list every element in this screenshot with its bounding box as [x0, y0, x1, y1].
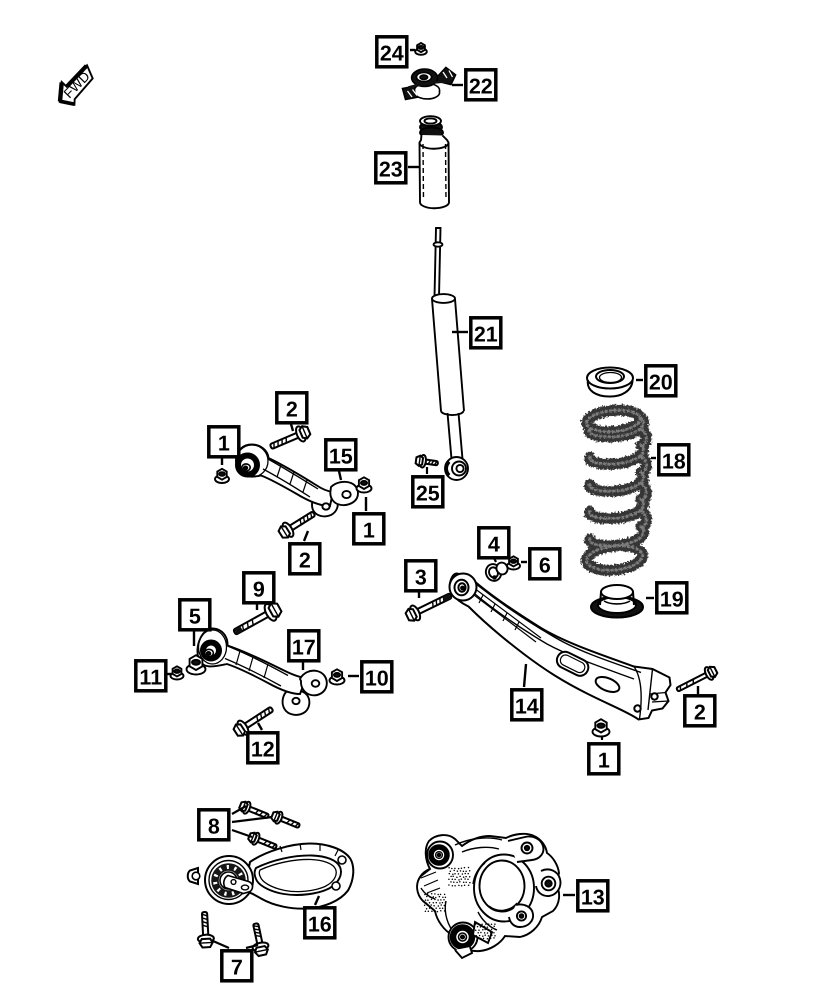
svg-text:23: 23 — [379, 157, 403, 181]
svg-text:21: 21 — [474, 322, 498, 346]
svg-text:13: 13 — [581, 885, 605, 909]
svg-text:2: 2 — [286, 397, 298, 421]
svg-text:24: 24 — [380, 41, 404, 65]
svg-text:14: 14 — [515, 694, 539, 718]
svg-text:6: 6 — [539, 553, 551, 577]
svg-text:8: 8 — [208, 814, 220, 838]
svg-text:1: 1 — [598, 748, 610, 772]
svg-text:10: 10 — [365, 666, 389, 690]
svg-text:9: 9 — [253, 577, 265, 601]
svg-text:5: 5 — [189, 604, 201, 628]
svg-text:2: 2 — [299, 548, 311, 572]
svg-text:16: 16 — [308, 912, 332, 936]
svg-text:25: 25 — [416, 481, 440, 505]
svg-text:2: 2 — [694, 700, 706, 724]
svg-text:7: 7 — [231, 955, 243, 979]
svg-text:15: 15 — [329, 444, 353, 468]
svg-text:3: 3 — [415, 565, 427, 589]
svg-text:18: 18 — [662, 449, 686, 473]
svg-text:4: 4 — [488, 532, 500, 556]
svg-text:12: 12 — [251, 737, 275, 761]
svg-text:11: 11 — [139, 665, 162, 689]
svg-text:20: 20 — [649, 370, 673, 394]
svg-text:19: 19 — [660, 587, 684, 611]
svg-text:17: 17 — [292, 635, 316, 659]
svg-text:1: 1 — [218, 431, 230, 455]
svg-text:22: 22 — [469, 74, 493, 98]
svg-text:1: 1 — [363, 518, 375, 542]
